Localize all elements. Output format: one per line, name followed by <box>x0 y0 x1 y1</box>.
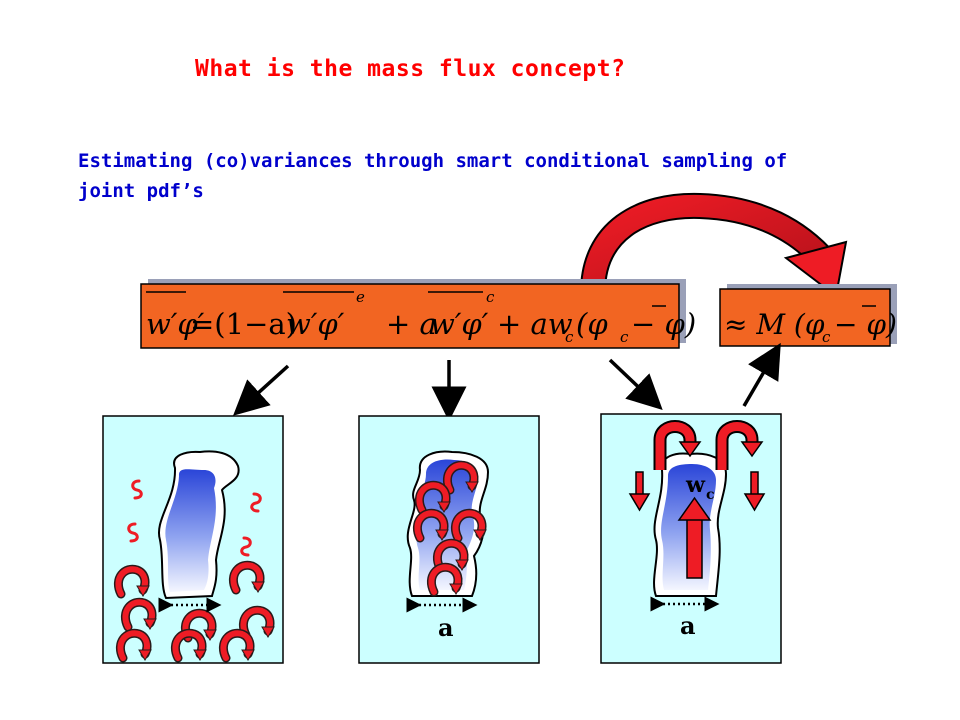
eq-minus-phibar: − φ) <box>631 307 696 341</box>
downdraft-arrow-right <box>743 471 766 512</box>
right-area-label: a <box>680 611 696 640</box>
panel-left <box>102 415 284 663</box>
top-right-hook <box>715 420 764 470</box>
panel-middle: a <box>358 415 540 664</box>
eq-sub-c2: c <box>620 328 629 346</box>
big-curved-arrow <box>580 192 848 298</box>
updraft-velocity-subscript: c <box>706 487 715 503</box>
updraft-velocity-label: w <box>685 472 706 498</box>
eq-lhs: w′φ′ <box>146 307 205 341</box>
arrow-to-approx-box <box>742 342 781 407</box>
subtitle: Estimating (co)variances through smart c… <box>78 146 898 206</box>
connector-arrows <box>233 342 781 422</box>
eq-plus1: + a <box>386 307 437 341</box>
eq-plus2: + aw <box>497 307 573 341</box>
updraft-arrow <box>677 496 712 579</box>
eq-sub-c1: c <box>565 328 574 346</box>
downdraft-arrow-left <box>628 471 651 512</box>
arrow-to-right-panel <box>608 358 663 411</box>
approximation-box: ≈ M (φ c − φ) <box>719 284 897 347</box>
arrow-to-left-panel <box>233 364 290 416</box>
eq-sup-env: e <box>356 288 365 306</box>
approx-rest: − φ) <box>834 308 897 341</box>
approx-sub: c <box>822 328 831 346</box>
equation-box: w′φ′ =(1−a) w′φ′ e + a w′φ′ c + aw c (φ … <box>140 279 696 349</box>
eq-sup-core: c <box>486 288 495 306</box>
middle-area-label: a <box>438 613 454 642</box>
eq-term-core: w′φ′ <box>430 307 489 341</box>
approx-text: ≈ M (φ <box>724 308 825 341</box>
eq-part1: =(1−a) <box>190 307 297 341</box>
subtitle-line-1: Estimating (co)variances through smart c… <box>78 150 788 172</box>
page-title: What is the mass flux concept? <box>195 56 626 82</box>
top-left-hook <box>653 420 702 470</box>
eq-paren1: (φ <box>576 307 608 341</box>
subtitle-line-2: joint pdf’s <box>78 180 204 202</box>
eq-term-env: w′φ′ <box>286 307 345 341</box>
panel-right: w c a <box>600 413 782 664</box>
